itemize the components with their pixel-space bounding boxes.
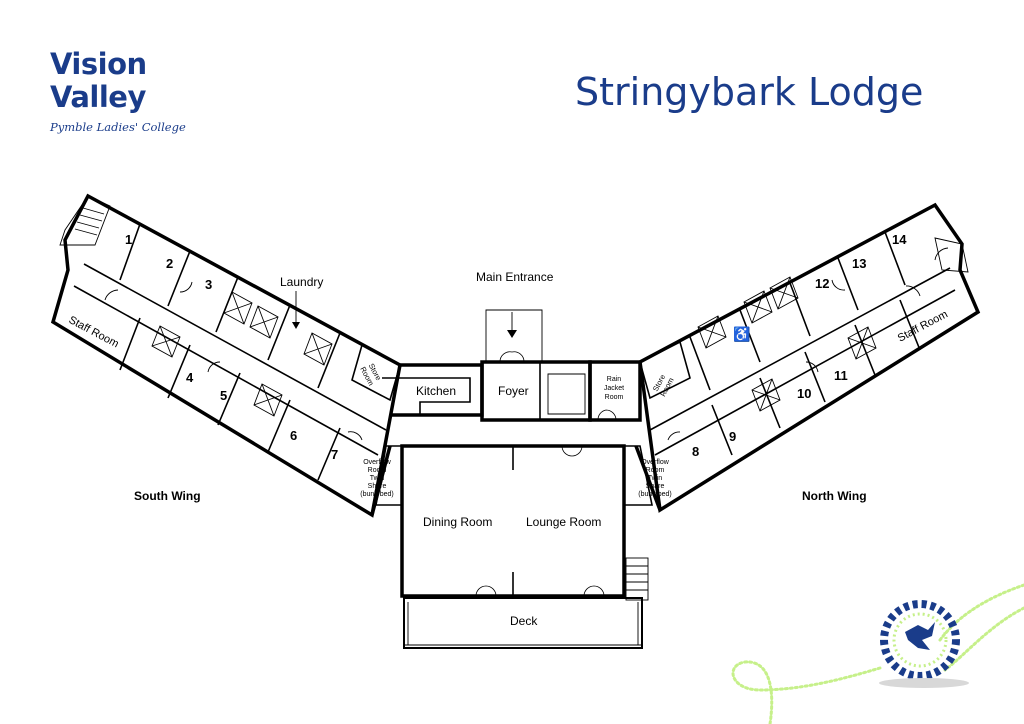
room-13: 13: [852, 256, 866, 271]
south-wing-label: South Wing: [134, 489, 201, 503]
svg-text:Share: Share: [646, 483, 665, 490]
room-10: 10: [797, 386, 811, 401]
svg-text:(bunk bed): (bunk bed): [360, 491, 393, 498]
logo-line-3: Pymble Ladies' College: [50, 120, 186, 134]
svg-text:Jacket: Jacket: [604, 385, 624, 392]
vision-valley-logo: Vision Valley Pymble Ladies' College: [50, 47, 186, 135]
svg-text:Twin: Twin: [648, 475, 663, 482]
decorative-trail: [731, 583, 1024, 724]
room-11: 11: [834, 368, 848, 383]
main-entrance-label: Main Entrance: [476, 270, 554, 284]
accessible-icon: ♿: [733, 326, 750, 343]
room-7: 7: [331, 447, 338, 462]
room-3: 3: [205, 277, 212, 292]
svg-text:Rain: Rain: [607, 376, 622, 383]
overflow-room-south-label: Overflow Room Twin Share (bunk bed): [360, 459, 393, 498]
north-wing-label: North Wing: [802, 489, 867, 503]
svg-text:Share: Share: [368, 483, 387, 490]
svg-text:(bunk bed): (bunk bed): [638, 491, 671, 498]
foyer-label: Foyer: [498, 384, 529, 398]
room-1: 1: [125, 232, 132, 247]
centre-block: [370, 309, 662, 649]
svg-text:Room: Room: [646, 467, 665, 474]
rain-jacket-room-label: Rain Jacket Room: [604, 376, 624, 401]
room-9: 9: [729, 429, 736, 444]
laundry-label: Laundry: [280, 275, 323, 289]
room-4: 4: [186, 370, 194, 385]
deck-label: Deck: [510, 614, 538, 628]
dining-room-label: Dining Room: [423, 515, 492, 529]
overflow-room-north-label: Overflow Room Twin Share (bunk bed): [638, 459, 671, 498]
page-title: Stringybark Lodge: [575, 70, 924, 114]
logo-line-1: Vision: [50, 47, 147, 81]
south-wing: [50, 193, 402, 518]
room-14: 14: [892, 232, 907, 247]
north-room-numbers: 8 9 10 11 12 13 14: [692, 232, 907, 459]
store-room-north-label: Store Room: [651, 373, 676, 398]
room-5: 5: [220, 388, 227, 403]
svg-text:Room: Room: [605, 394, 624, 401]
lounge-room-label: Lounge Room: [526, 515, 601, 529]
north-wing: ♿: [638, 202, 981, 513]
room-12: 12: [815, 276, 829, 291]
room-8: 8: [692, 444, 699, 459]
south-room-numbers: 1 2 3 4 5 6 7: [125, 232, 338, 462]
store-room-south-label: Store Room: [358, 362, 383, 387]
svg-text:Overflow: Overflow: [641, 459, 670, 466]
room-6: 6: [290, 428, 297, 443]
svg-text:Twin: Twin: [370, 475, 385, 482]
staff-room-north-label: Staff Room: [896, 308, 950, 344]
kitchen-label: Kitchen: [416, 384, 456, 398]
room-2: 2: [166, 256, 173, 271]
emblem-icon: [879, 600, 969, 688]
svg-text:Room: Room: [368, 467, 387, 474]
logo-line-2: Valley: [50, 80, 146, 114]
svg-text:Overflow: Overflow: [363, 459, 392, 466]
